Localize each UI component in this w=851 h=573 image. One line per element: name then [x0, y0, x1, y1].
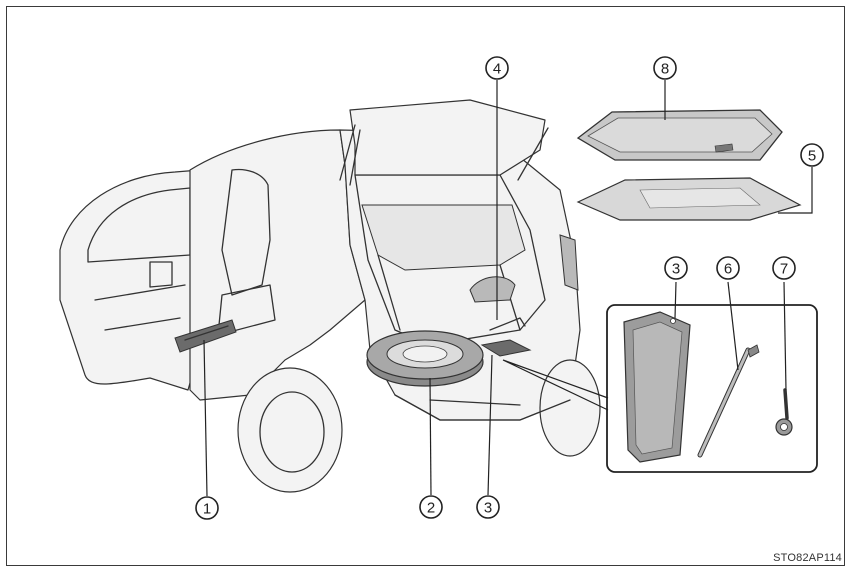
callout-6: 6	[717, 257, 739, 279]
callout-3-car-label: 3	[484, 500, 492, 517]
callout-7-label: 7	[780, 261, 788, 278]
callout-3-inset-label: 3	[672, 261, 680, 278]
figure-reference-code: STO82AP114	[773, 552, 842, 564]
callout-8-label: 8	[661, 61, 669, 78]
callout-1-label: 1	[203, 501, 211, 518]
callout-4-label: 4	[493, 61, 501, 78]
callout-5: 5	[801, 144, 823, 166]
front-wheel	[238, 368, 342, 492]
callout-2-label: 2	[427, 500, 435, 517]
deck-board-lower	[578, 178, 800, 220]
deck-board-upper	[578, 110, 782, 160]
callout-1: 1	[196, 497, 218, 519]
callout-3-inset: 3	[665, 257, 687, 279]
callout-2: 2	[420, 496, 442, 518]
tool-bag	[624, 312, 690, 462]
callout-3-car: 3	[477, 496, 499, 518]
callout-8: 8	[654, 57, 676, 79]
callout-6-label: 6	[724, 261, 732, 278]
callout-5-label: 5	[808, 148, 816, 165]
spare-tire	[367, 331, 483, 386]
car-illustration	[60, 100, 600, 492]
car-body-side	[190, 130, 365, 400]
open-door	[60, 170, 205, 390]
callout-4: 4	[486, 57, 508, 79]
callout-7: 7	[773, 257, 795, 279]
open-tailgate	[350, 100, 545, 175]
